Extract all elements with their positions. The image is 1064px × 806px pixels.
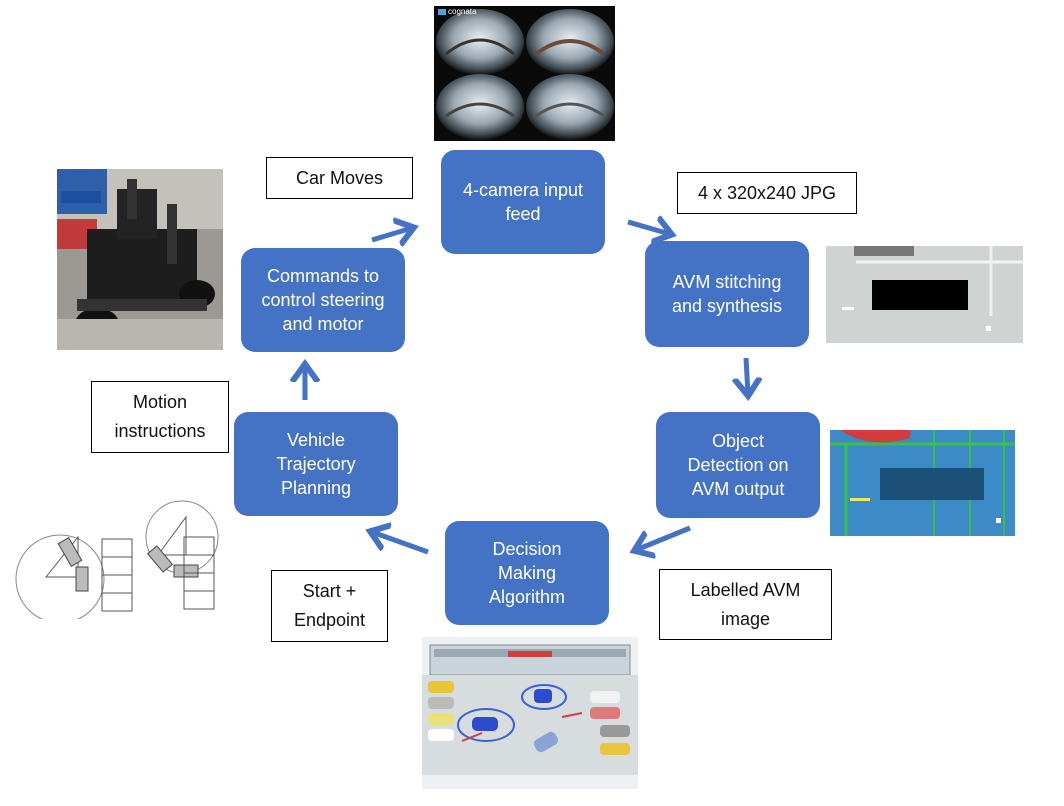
labelled-avm-icon — [830, 430, 1015, 536]
node-camera-input-feed: 4-camera input feed — [441, 150, 605, 254]
node-object-detection: Object Detection on AVM output — [656, 412, 820, 518]
labelled-avm-image — [830, 430, 1015, 536]
note-car-moves: Car Moves — [266, 157, 413, 199]
trajectory-sketch-icon — [15, 500, 219, 619]
arrow-detection-to-decision — [636, 525, 691, 550]
robot-car-icon — [57, 169, 223, 350]
node-trajectory-planning-label: Vehicle Trajectory Planning — [276, 430, 356, 498]
arrow-avm-to-detection — [746, 357, 748, 394]
note-start-endpoint: Start + Endpoint — [271, 570, 388, 642]
parking-lot-icon — [422, 637, 638, 789]
fisheye-views-icon — [436, 9, 614, 140]
node-decision-making: Decision Making Algorithm — [445, 521, 609, 625]
node-commands-label: Commands to control steering and motor — [261, 266, 385, 334]
node-decision-making-label: Decision Making Algorithm — [488, 539, 566, 607]
robot-car-photo — [57, 169, 223, 350]
note-labelled-avm: Labelled AVM image — [659, 569, 832, 640]
node-avm-stitching-label: AVM stitching and synthesis — [671, 272, 783, 316]
note-jpg-input-label: 4 x 320x240 JPG — [697, 182, 837, 203]
parking-lot-image — [422, 637, 638, 789]
note-jpg-input: 4 x 320x240 JPG — [677, 172, 857, 214]
fisheye-camera-image: cognata — [434, 6, 615, 141]
avm-stitched-image — [826, 246, 1023, 343]
note-start-endpoint-label: Start + Endpoint — [293, 581, 366, 630]
camera-logo-text: cognata — [448, 7, 477, 16]
node-avm-stitching: AVM stitching and synthesis — [645, 241, 809, 347]
trajectory-sketch — [8, 497, 224, 619]
arrow-camera-to-avm — [627, 222, 670, 234]
arrow-decision-to-trajectory — [372, 532, 429, 555]
note-labelled-avm-label: Labelled AVM image — [690, 579, 801, 629]
arrow-commands-to-camera — [371, 228, 412, 240]
note-motion-instructions: Motion instructions — [91, 381, 229, 453]
avm-stitched-icon — [826, 246, 1023, 343]
node-object-detection-label: Object Detection on AVM output — [687, 431, 789, 499]
node-trajectory-planning: Vehicle Trajectory Planning — [234, 412, 398, 516]
node-commands: Commands to control steering and motor — [241, 248, 405, 352]
node-camera-input-feed-label: 4-camera input feed — [462, 180, 584, 224]
note-motion-instructions-label: Motion instructions — [114, 392, 206, 441]
note-car-moves-label: Car Moves — [295, 167, 384, 188]
